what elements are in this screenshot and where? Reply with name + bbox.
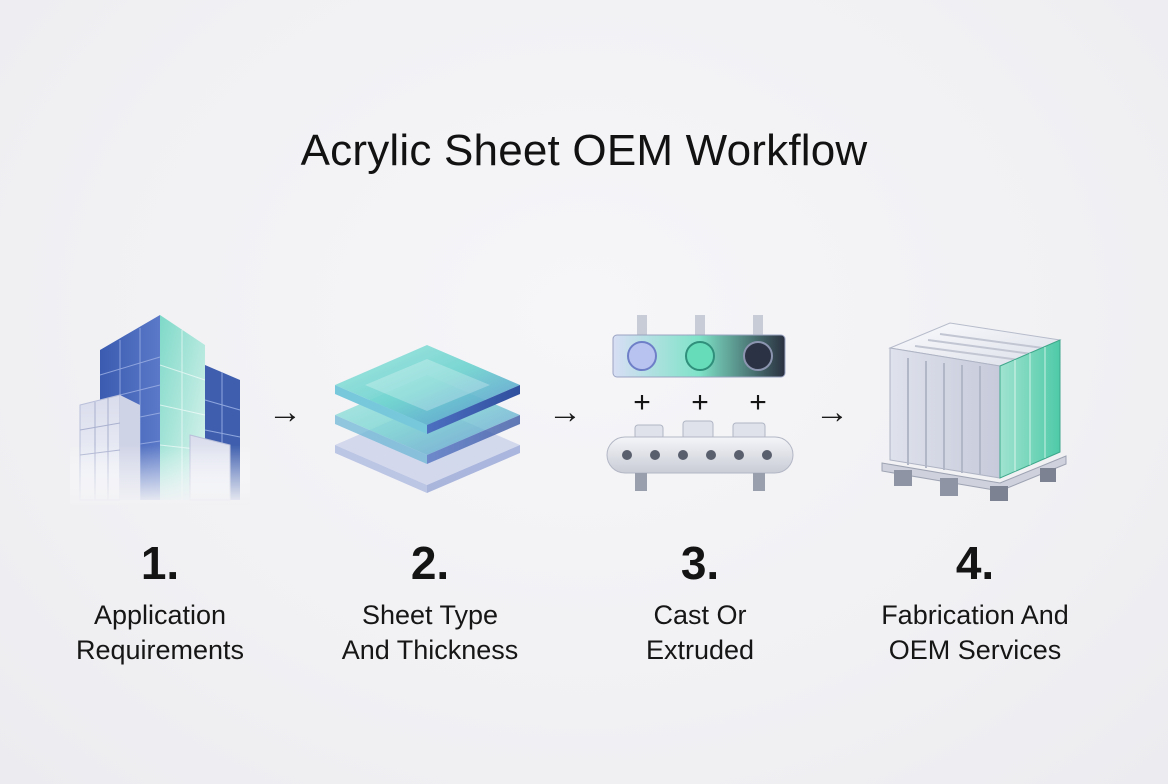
page-title: Acrylic Sheet OEM Workflow xyxy=(300,126,868,175)
arrow-right-icon: → xyxy=(548,393,582,431)
shipping-crate-icon xyxy=(881,322,1067,501)
stacked-sheets-icon xyxy=(335,345,520,493)
step-number: 2. xyxy=(410,537,450,589)
building-icon xyxy=(70,305,250,505)
step-label-line: Sheet Type xyxy=(361,600,499,630)
step-label-line: And Thickness xyxy=(341,635,519,665)
step-label-line: Application xyxy=(93,600,227,630)
step-label: Sheet Type And Thickness xyxy=(290,598,570,668)
step-number: 4. xyxy=(955,537,995,589)
plus-icon: + xyxy=(691,386,709,419)
step-number: 3. xyxy=(680,537,720,589)
plus-icon: + xyxy=(633,386,651,419)
step-label: Application Requirements xyxy=(20,598,300,668)
step-label: Fabrication And OEM Services xyxy=(835,598,1115,668)
step-label-line: OEM Services xyxy=(888,635,1062,665)
step-label-line: Cast Or xyxy=(653,600,747,630)
step-number: 1. xyxy=(140,537,180,589)
production-line-icon: + + + xyxy=(606,315,794,491)
step-label: Cast Or Extruded xyxy=(560,598,840,668)
arrow-right-icon: → xyxy=(268,393,302,431)
step-label-line: Requirements xyxy=(75,635,245,665)
step-label-line: Fabrication And xyxy=(881,600,1069,630)
plus-icon: + xyxy=(749,386,767,419)
step-label-line: Extruded xyxy=(645,635,755,665)
arrow-right-icon: → xyxy=(815,393,849,431)
